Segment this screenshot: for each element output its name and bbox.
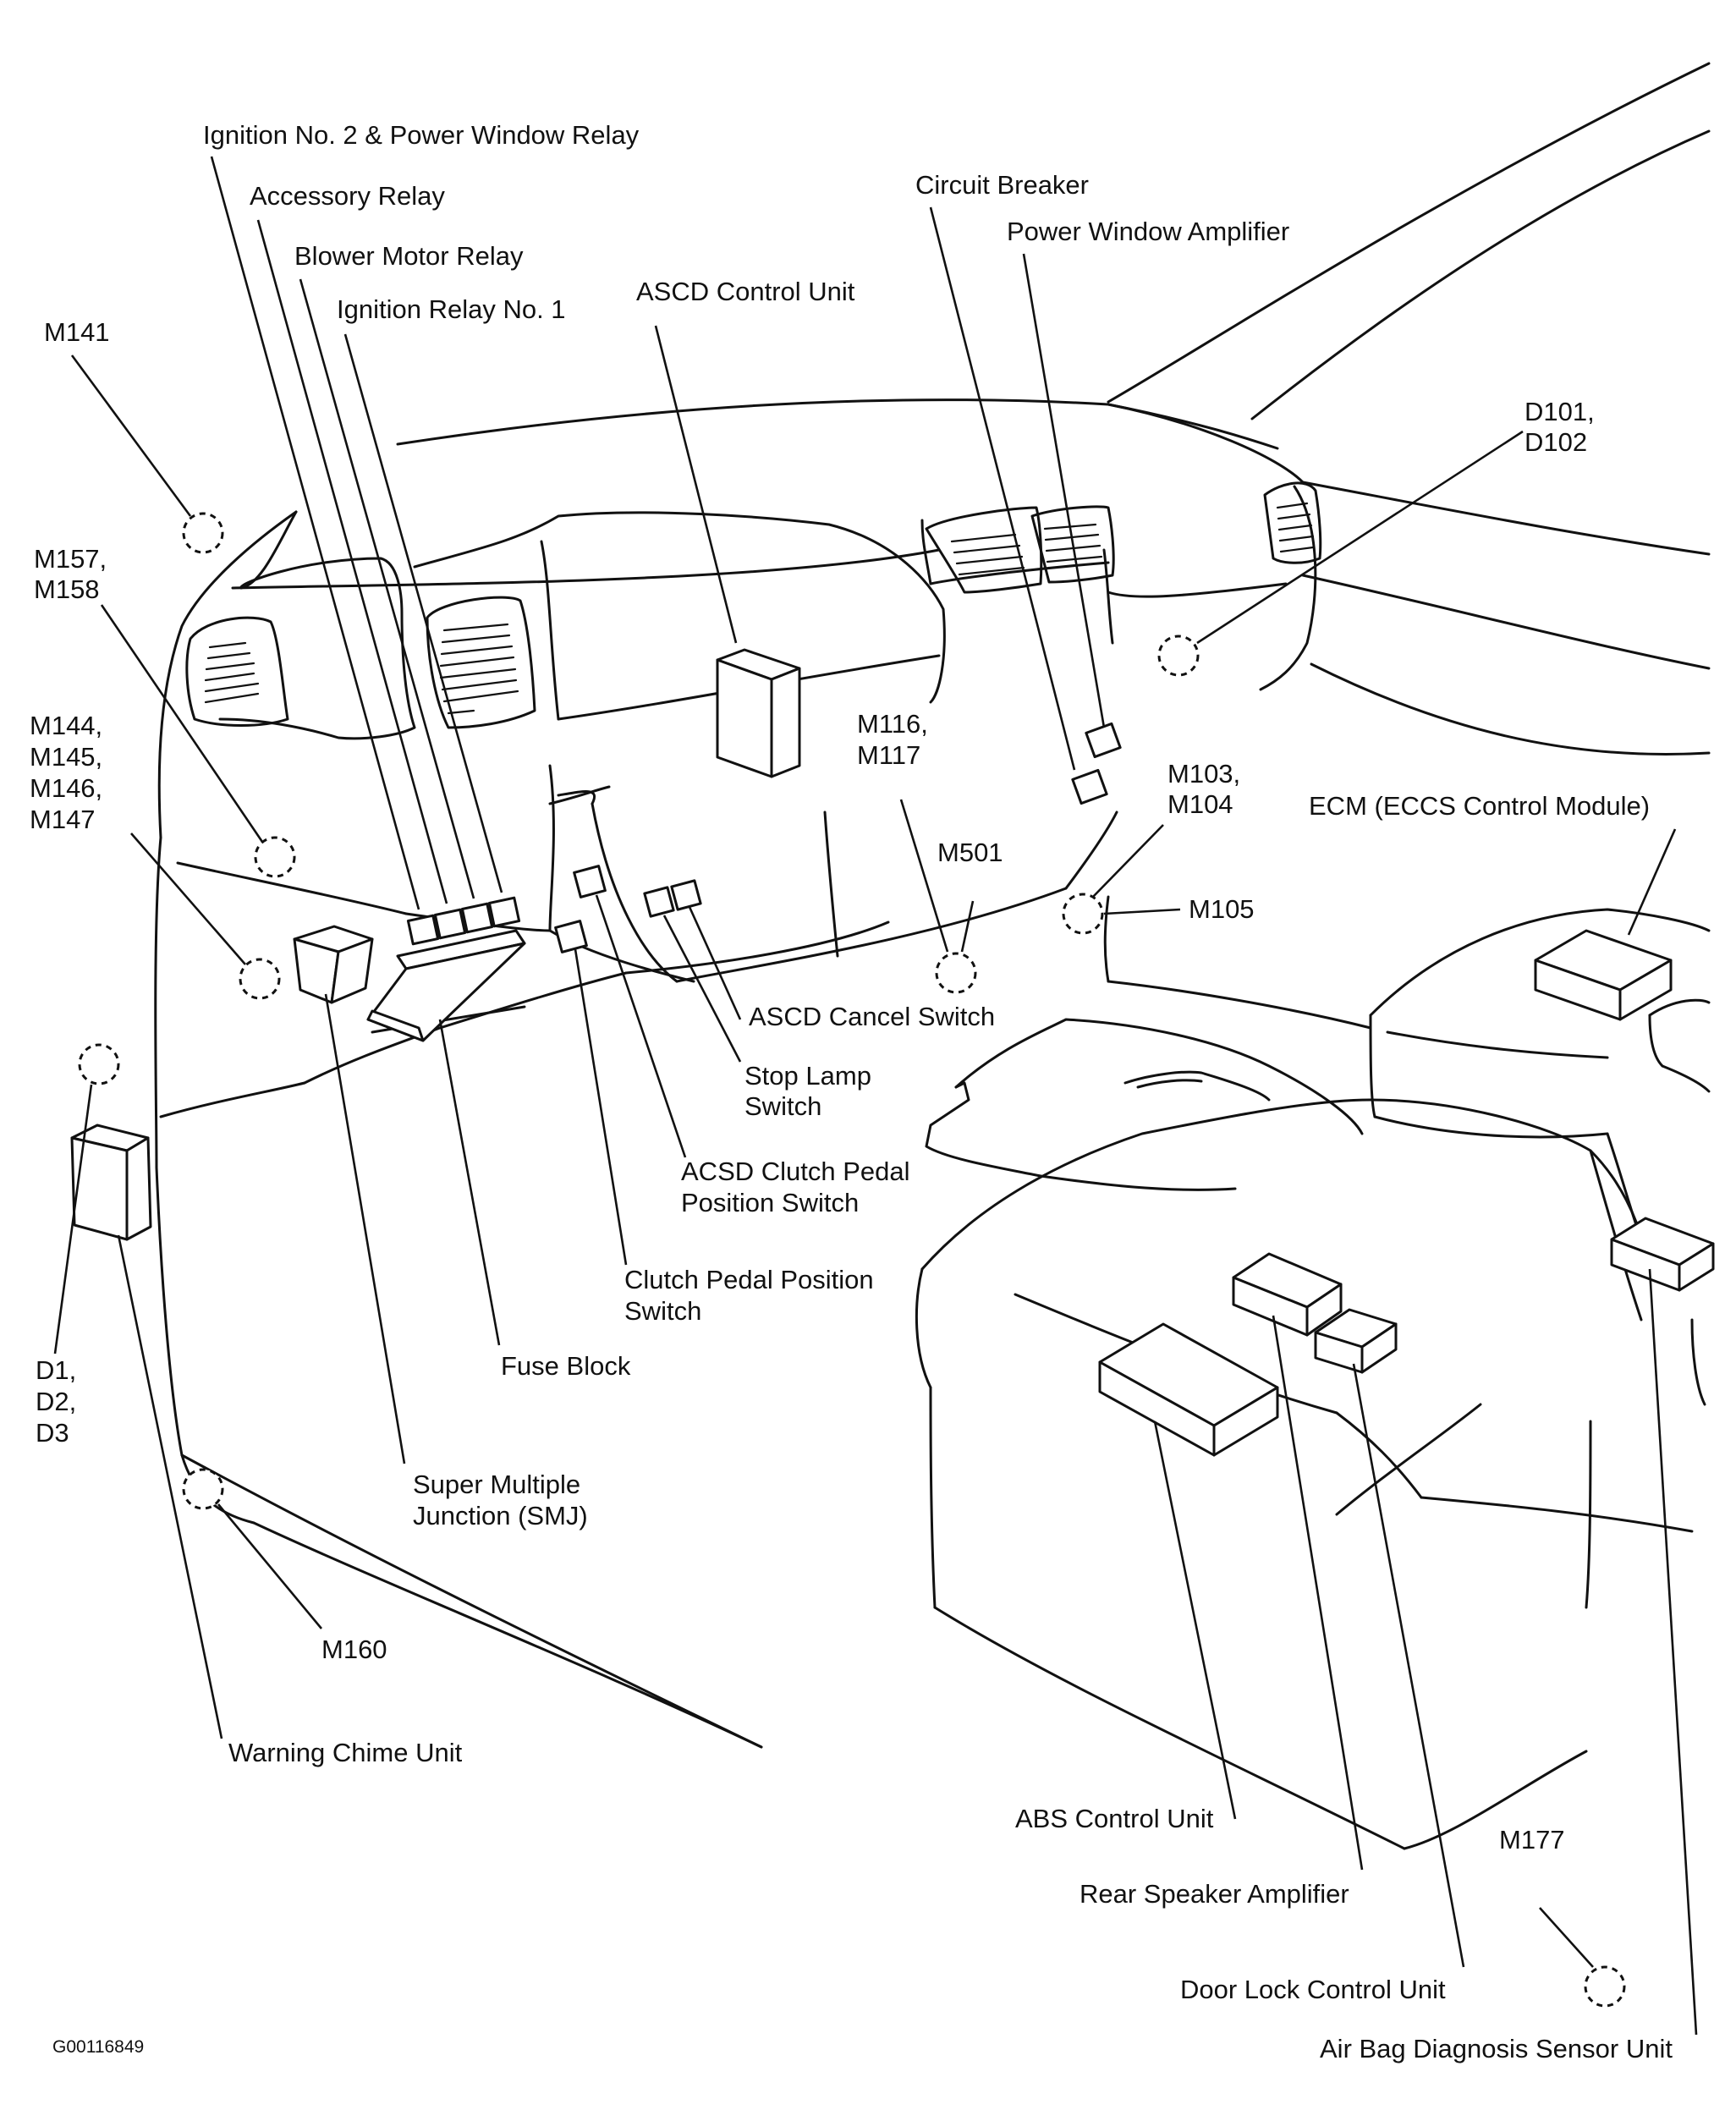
label-pw-amplifier: Power Window Amplifier — [1007, 217, 1289, 246]
label-blower-relay: Blower Motor Relay — [294, 241, 524, 271]
label-smj-1: Super Multiple — [413, 1470, 580, 1499]
label-airbag: Air Bag Diagnosis Sensor Unit — [1320, 2034, 1673, 2063]
connector-markers — [78, 512, 1626, 2008]
m144-connector — [239, 958, 281, 1000]
dashboard-outline — [154, 62, 1711, 1850]
label-m501: M501 — [937, 838, 1003, 867]
label-acsd-clutch-1: ACSD Clutch Pedal — [681, 1157, 910, 1186]
label-ign-relay1: Ignition Relay No. 1 — [337, 294, 566, 324]
m105-connector — [1062, 893, 1104, 935]
label-m105: M105 — [1189, 894, 1255, 924]
components — [70, 648, 1715, 1457]
figure-code: G00116849 — [52, 2037, 144, 2057]
relay-cluster — [406, 865, 702, 953]
ecm-box — [1534, 929, 1673, 1021]
label-m104: M104 — [1167, 789, 1233, 819]
label-ecm: ECM (ECCS Control Module) — [1309, 791, 1650, 821]
label-rear-speaker: Rear Speaker Amplifier — [1080, 1879, 1349, 1909]
label-m146: M146, — [30, 773, 102, 803]
label-m147: M147 — [30, 805, 96, 834]
m501-connector — [935, 952, 977, 994]
d101-connector — [1157, 635, 1200, 677]
door-lock-box — [1314, 1308, 1398, 1374]
label-m117: M117 — [857, 740, 920, 770]
label-circuit-breaker: Circuit Breaker — [915, 170, 1089, 200]
label-clutch-pos-1: Clutch Pedal Position — [624, 1265, 874, 1294]
leader-lines — [53, 156, 1698, 2036]
label-d2: D2, — [36, 1387, 76, 1416]
label-d101: D101, — [1524, 397, 1595, 426]
m177-connector — [1584, 1965, 1626, 2008]
rear-speaker-box — [1232, 1252, 1343, 1337]
label-m157: M157, — [34, 544, 107, 574]
label-d1: D1, — [36, 1355, 76, 1385]
label-acsd-clutch-2: Position Switch — [681, 1188, 859, 1217]
label-m160: M160 — [321, 1635, 387, 1664]
label-m103: M103, — [1167, 759, 1240, 789]
label-warning-chime: Warning Chime Unit — [228, 1738, 463, 1767]
label-door-lock: Door Lock Control Unit — [1180, 1975, 1446, 2004]
label-m116: M116, — [857, 709, 928, 739]
label-ascd-cancel: ASCD Cancel Switch — [749, 1002, 995, 1031]
label-d102: D102 — [1524, 427, 1587, 457]
label-m158: M158 — [34, 574, 100, 604]
label-m177: M177 — [1499, 1825, 1565, 1855]
fuse-block-box — [366, 929, 526, 1042]
label-ign2-relay: Ignition No. 2 & Power Window Relay — [203, 120, 640, 150]
airbag-unit-box — [1610, 1217, 1715, 1292]
label-stop-lamp-2: Switch — [744, 1091, 821, 1121]
d1-connector — [78, 1043, 120, 1085]
label-smj-2: Junction (SMJ) — [413, 1501, 588, 1530]
smj-box — [293, 925, 374, 1004]
label-clutch-pos-2: Switch — [624, 1296, 701, 1326]
m141-connector — [182, 512, 224, 554]
label-d3: D3 — [36, 1418, 69, 1448]
label-m144: M144, — [30, 711, 102, 740]
label-fuse-block: Fuse Block — [501, 1351, 631, 1381]
warning-chime-box — [70, 1124, 152, 1241]
label-m141: M141 — [44, 317, 110, 347]
label-abs-unit: ABS Control Unit — [1015, 1804, 1214, 1833]
labels: Ignition No. 2 & Power Window Relay Acce… — [30, 120, 1673, 2063]
m160-connector — [182, 1468, 224, 1510]
label-ascd-control-unit: ASCD Control Unit — [636, 277, 855, 306]
ascd-control-unit-box — [716, 648, 801, 778]
label-stop-lamp-1: Stop Lamp — [744, 1061, 871, 1091]
abs-unit-box — [1098, 1322, 1279, 1457]
m157-connector — [254, 836, 296, 878]
circuit-breaker-box — [1071, 722, 1122, 805]
label-accessory-relay: Accessory Relay — [250, 181, 445, 211]
label-m145: M145, — [30, 742, 102, 772]
